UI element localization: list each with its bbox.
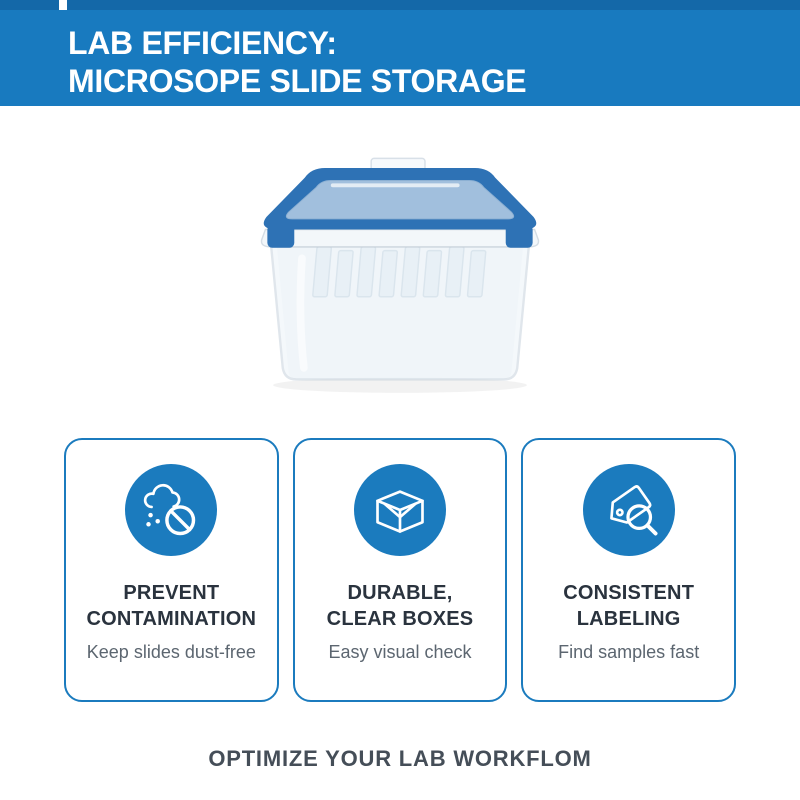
- stripe-notch: [59, 0, 67, 10]
- footer-tagline: OPTIMIZE YOUR LAB WORKFLOM: [208, 746, 592, 771]
- contamination-ban-icon: [125, 464, 218, 556]
- card-prevent-contamination: PREVENT CONTAMINATION Keep slides dust-f…: [64, 438, 279, 702]
- page-title-line2: MICROSOPE SLIDE STORAGE: [68, 63, 527, 99]
- card-title: CONSISTENT LABELING: [563, 582, 695, 630]
- card-subtitle: Find samples fast: [558, 642, 700, 662]
- card-durable-clear-boxes: DURABLE, CLEAR BOXES Easy visual check: [292, 438, 508, 702]
- clear-box-icon: [354, 464, 446, 556]
- feature-cards-row: PREVENT CONTAMINATION Keep slides dust-f…: [0, 438, 800, 702]
- slide-storage-box-illustration: [260, 157, 540, 393]
- card-consistent-labeling: CONSISTENT LABELING Find samples fast: [521, 438, 737, 702]
- card-subtitle: Keep slides dust-free: [86, 642, 256, 662]
- top-accent-stripe: [0, 0, 800, 10]
- card-title: PREVENT CONTAMINATION: [86, 582, 257, 630]
- card-title: DURABLE, CLEAR BOXES: [326, 582, 474, 630]
- hero-section: [0, 106, 800, 412]
- tag-search-icon: [582, 464, 675, 556]
- page-title-line1: LAB EFFICIENCY:: [68, 25, 337, 62]
- header-banner: LAB EFFICIENCY: MICROSOPE SLIDE STORAGE: [0, 10, 800, 106]
- card-subtitle: Easy visual check: [328, 642, 472, 662]
